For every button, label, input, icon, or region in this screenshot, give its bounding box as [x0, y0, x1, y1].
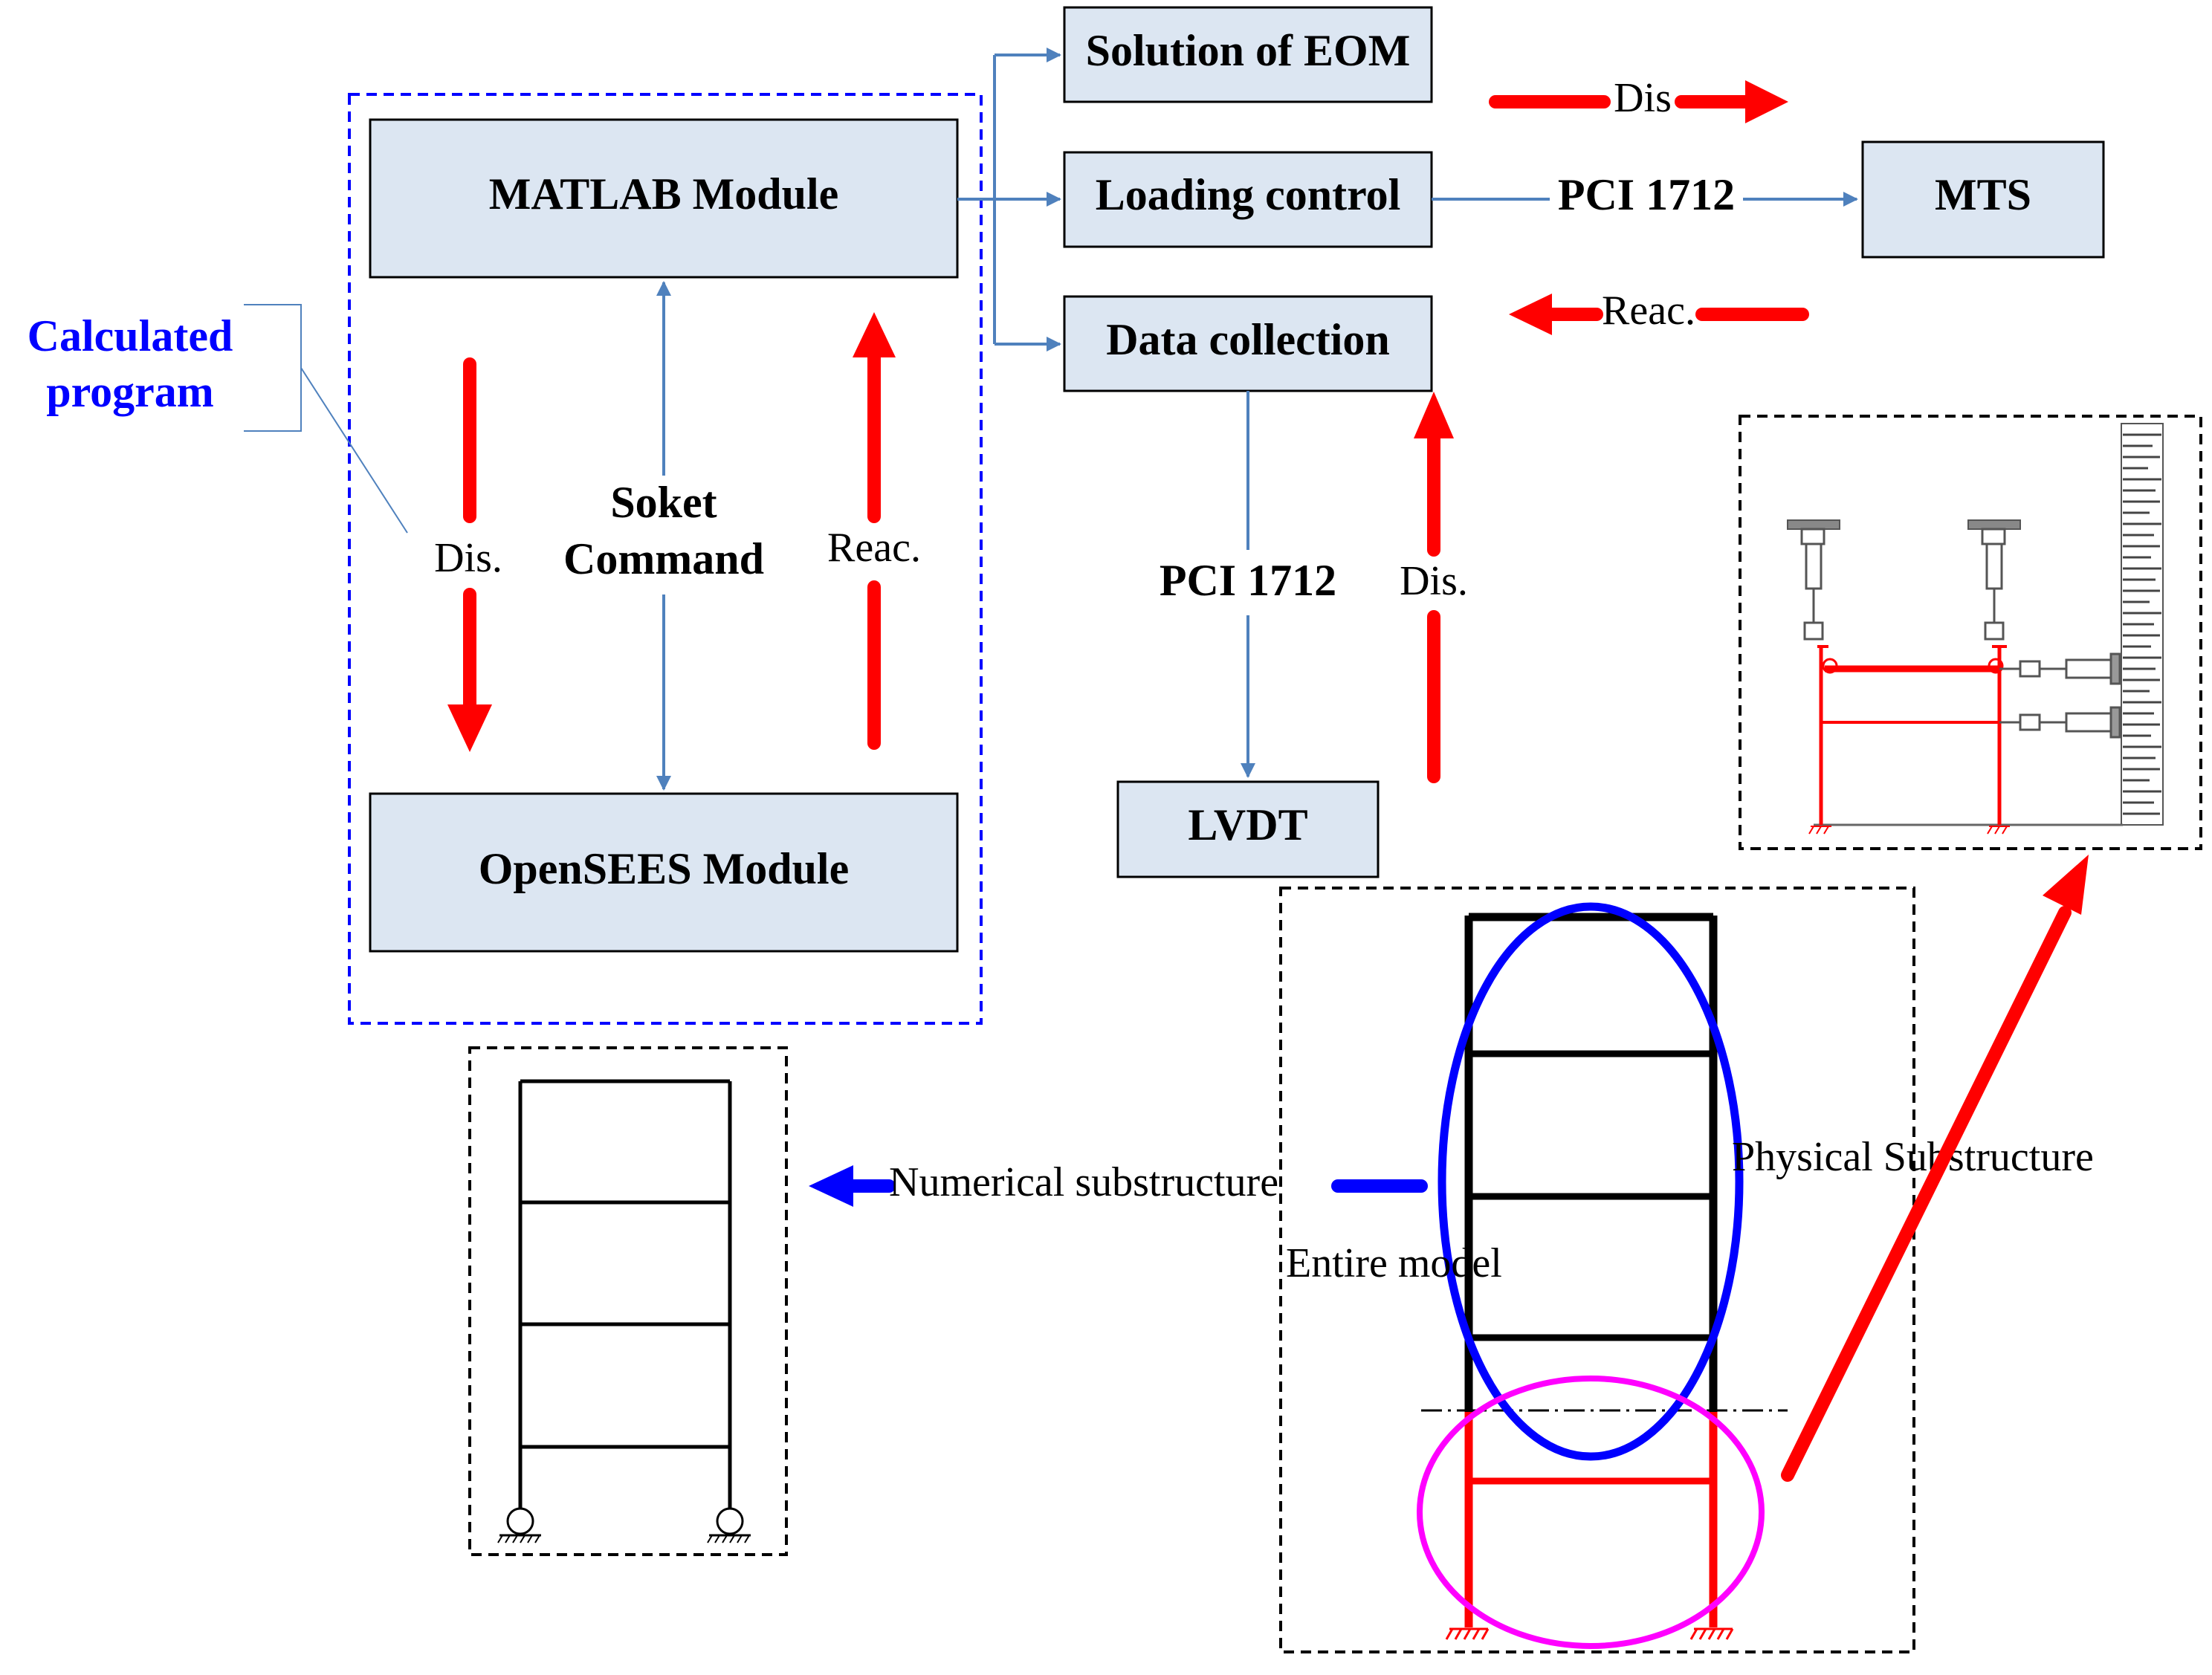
- calculated-program-container: [348, 93, 983, 1025]
- socket-label-line2: Command: [563, 534, 764, 583]
- pci-vertical-label: PCI 1712: [1160, 556, 1336, 605]
- mts-label: MTS: [1935, 170, 2031, 219]
- calculated-program-bracket: [244, 304, 302, 432]
- data-collection-box: Data collection: [1063, 295, 1433, 392]
- matlab-fanout-connector: [957, 48, 1061, 351]
- dis-vertical-label: Dis.: [1400, 558, 1468, 604]
- entire-model-container: [1279, 887, 1915, 1653]
- physical-substructure-arrow: [1781, 855, 2089, 1482]
- matlab-module-label: MATLAB Module: [489, 169, 839, 218]
- entire-model-label: Entire model: [1286, 1240, 1502, 1286]
- physical-substructure-label: Physical Substructure: [1732, 1134, 2094, 1180]
- test-rig-container: [1739, 415, 2202, 850]
- mts-box: MTS: [1861, 140, 2105, 259]
- loading-control-box: Loading control: [1063, 151, 1433, 248]
- physical-part-ellipse: [1417, 1376, 1765, 1649]
- reac-top-label: Reac.: [1602, 288, 1695, 334]
- loading-control-label: Loading control: [1096, 170, 1401, 219]
- numerical-frame-icon: [497, 1079, 751, 1543]
- dis-right-arrow: [1489, 80, 1788, 123]
- eom-label: Solution of EOM: [1086, 26, 1411, 75]
- opensees-module-label: OpenSEES Module: [479, 844, 850, 893]
- reac-left-arrow: [1509, 294, 1809, 335]
- entire-frame-icon: [1421, 913, 1788, 1640]
- pci-horizontal-label: PCI 1712: [1558, 170, 1735, 219]
- dis-top-label: Dis: [1614, 75, 1672, 121]
- dis-down-arrow: [447, 357, 492, 752]
- numerical-part-ellipse: [1438, 902, 1744, 1461]
- reac-up-arrow: [853, 312, 896, 750]
- socket-label-line1: Soket: [610, 478, 717, 527]
- matlab-module-box: MATLAB Module: [369, 118, 959, 279]
- lvdt-box: LVDT: [1116, 780, 1380, 878]
- calculated-program-leader: [300, 367, 408, 534]
- reac-left-label: Reac.: [827, 525, 921, 571]
- numerical-frame-container: [468, 1046, 788, 1556]
- data-collection-label: Data collection: [1106, 315, 1390, 364]
- calculated-program-label-line1: Calculated: [28, 311, 233, 360]
- opensees-module-box: OpenSEES Module: [369, 792, 959, 953]
- test-rig-icon: [1787, 423, 2164, 835]
- lvdt-label: LVDT: [1188, 800, 1307, 849]
- dis-up-arrow: [1414, 392, 1454, 783]
- dis-left-label: Dis.: [434, 535, 502, 581]
- calculated-program-label-line2: program: [46, 367, 214, 416]
- numerical-substructure-arrow: [809, 1165, 1428, 1207]
- eom-box: Solution of EOM: [1063, 6, 1433, 103]
- numerical-substructure-label: Numerical substructure: [889, 1159, 1278, 1205]
